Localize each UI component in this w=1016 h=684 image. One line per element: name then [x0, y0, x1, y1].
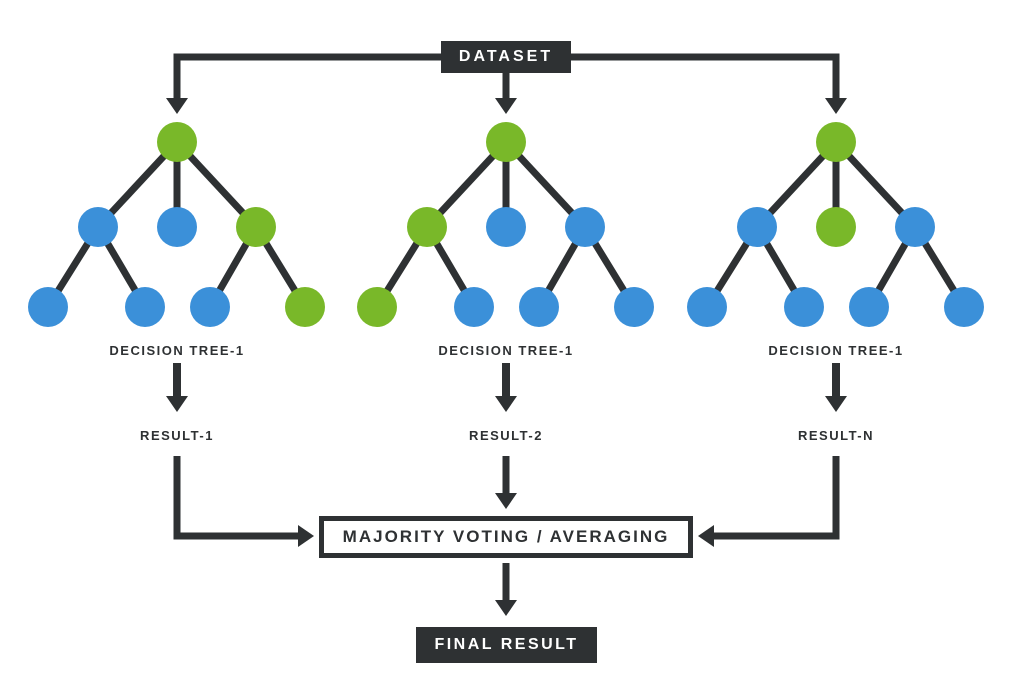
result1-to-voting-connector: [173, 456, 299, 540]
tree3-node-root: [816, 122, 856, 162]
resultn-to-voting-connector: [713, 456, 840, 540]
dataset-label: DATASET: [458, 48, 554, 65]
tree2-result-arrow-head: [495, 396, 517, 412]
tree1-node-root: [157, 122, 197, 162]
tree1-node-leaf-4: [285, 287, 325, 327]
arrow-to-tree1: [166, 98, 188, 114]
decision-tree-1: [28, 122, 325, 327]
tree2-node-l2-1: [407, 207, 447, 247]
tree1-node-leaf-3: [190, 287, 230, 327]
tree3-node-l2-3: [895, 207, 935, 247]
tree1-node-l2-2: [157, 207, 197, 247]
tree2-node-leaf-3: [519, 287, 559, 327]
arrow-to-tree2: [495, 98, 517, 114]
decision-tree-label-3: DECISION TREE-1: [768, 343, 904, 358]
decision-tree-2: [357, 122, 654, 327]
tree2-node-l2-3: [565, 207, 605, 247]
tree3-node-leaf-1: [687, 287, 727, 327]
final-result-label: FINAL RESULT: [434, 636, 579, 653]
tree1-node-l2-1: [78, 207, 118, 247]
tree3-result-arrow-head: [825, 396, 847, 412]
result-label-2: RESULT-2: [469, 428, 543, 443]
tree1-result-arrow-head: [166, 396, 188, 412]
tree1-node-leaf-2: [125, 287, 165, 327]
tree3-node-leaf-2: [784, 287, 824, 327]
tree2-node-leaf-2: [454, 287, 494, 327]
arrow-to-tree3: [825, 98, 847, 114]
arrow-into-final: [495, 600, 517, 616]
tree1-node-l2-3: [236, 207, 276, 247]
tree3-node-l2-1: [737, 207, 777, 247]
majority-voting-label: MAJORITY VOTING / AVERAGING: [342, 527, 670, 546]
tree2-node-leaf-1: [357, 287, 397, 327]
arrow-into-voting-left: [298, 525, 314, 547]
dataset-box: DATASET: [441, 41, 571, 73]
tree2-node-l2-2: [486, 207, 526, 247]
tree3-node-leaf-4: [944, 287, 984, 327]
arrow-into-voting-top: [495, 493, 517, 509]
tree1-node-leaf-1: [28, 287, 68, 327]
decision-tree-3: [687, 122, 984, 327]
tree2-node-root: [486, 122, 526, 162]
tree3-node-l2-2: [816, 207, 856, 247]
decision-tree-label-2: DECISION TREE-1: [438, 343, 574, 358]
tree3-node-leaf-3: [849, 287, 889, 327]
result-label-3: RESULT-N: [797, 428, 875, 443]
arrow-into-voting-right: [698, 525, 714, 547]
tree2-node-leaf-4: [614, 287, 654, 327]
result-label-1: RESULT-1: [140, 428, 214, 443]
majority-voting-box: MAJORITY VOTING / AVERAGING: [319, 516, 693, 558]
final-result-box: FINAL RESULT: [416, 627, 597, 663]
decision-tree-label-1: DECISION TREE-1: [109, 343, 245, 358]
